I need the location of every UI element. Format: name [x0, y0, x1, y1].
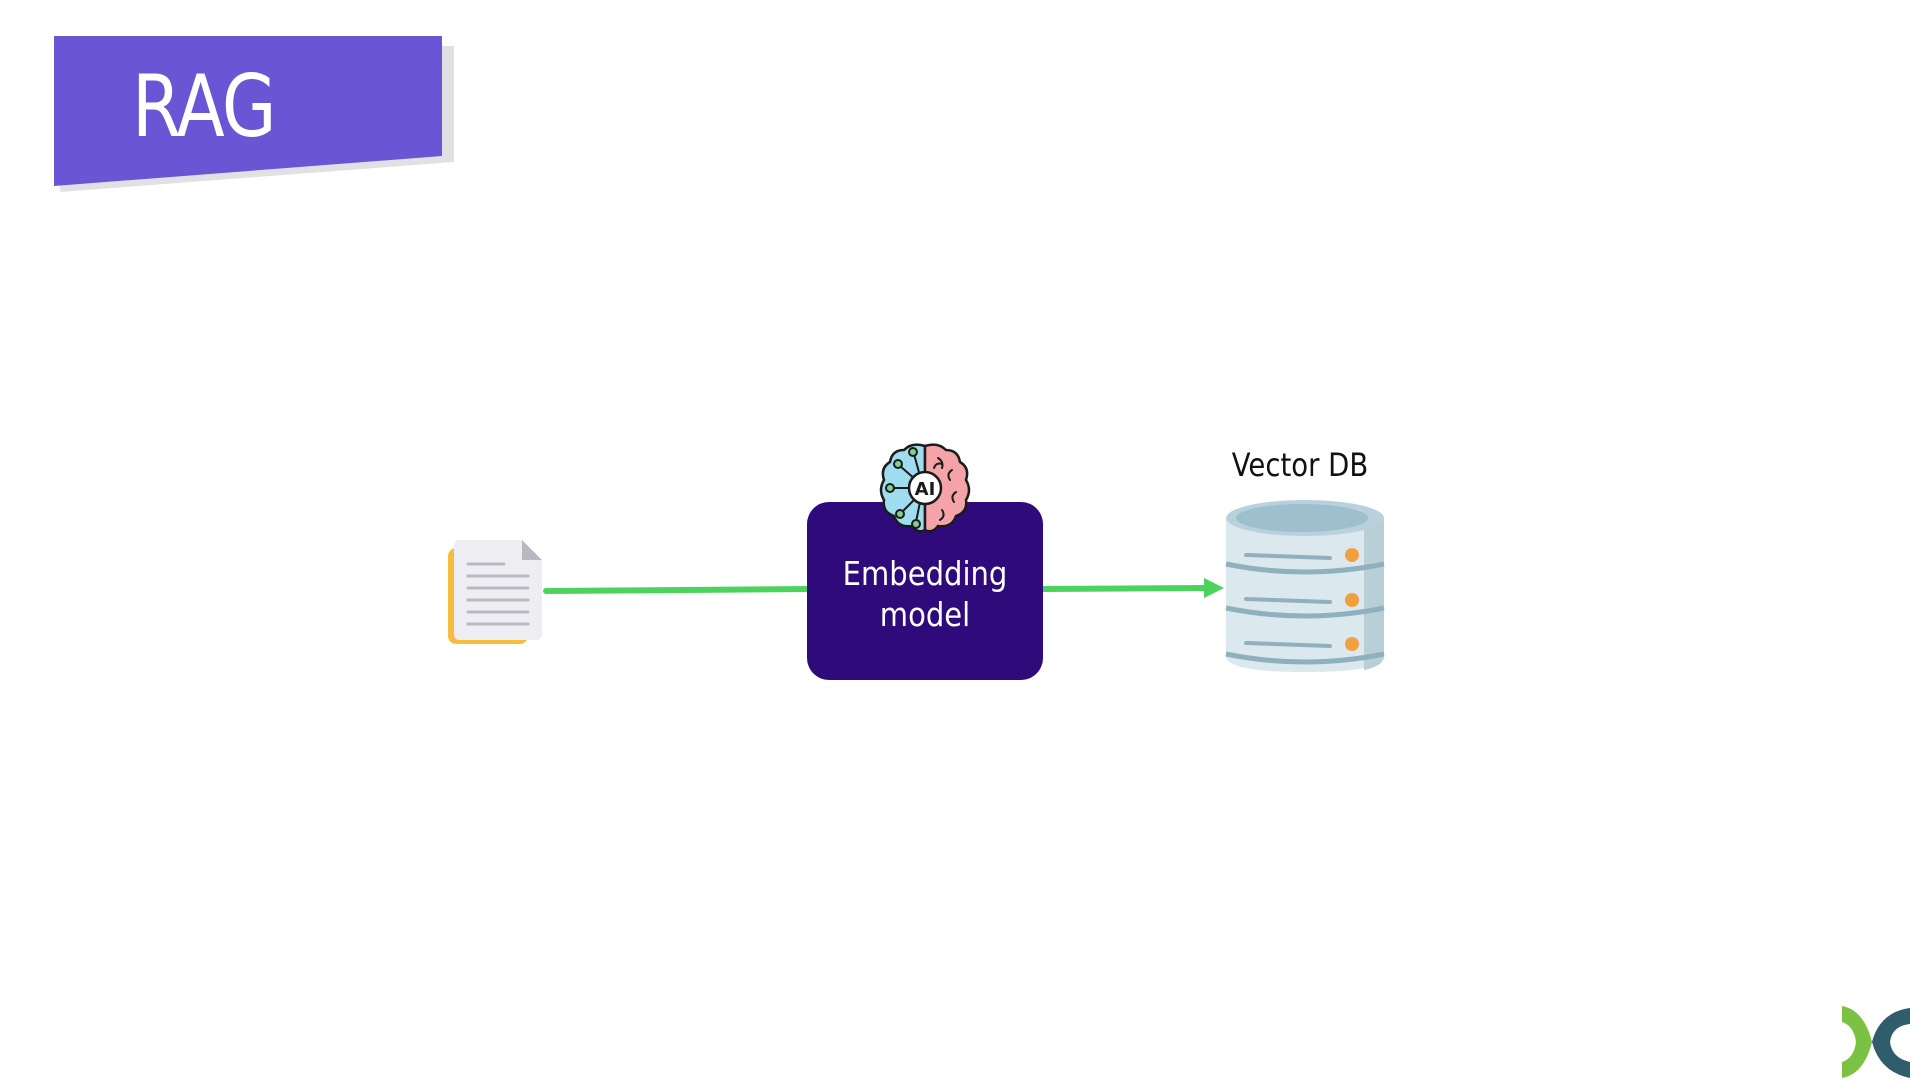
embedding-model-label: Embedding model [842, 553, 1008, 634]
brand-logo-icon [1842, 1006, 1910, 1080]
embedding-model-box: Embedding model [807, 502, 1043, 680]
slide-title: RAG [132, 57, 277, 157]
title-banner-shape [54, 36, 454, 192]
svg-text:AI: AI [915, 479, 936, 500]
title-banner: RAG [54, 36, 454, 192]
edge-document-to-embedding [543, 586, 811, 594]
edge-embedding-to-vectordb [1039, 585, 1209, 592]
ai-brain-icon: AI [876, 440, 974, 536]
database-icon [1224, 498, 1386, 674]
vector-db-label: Vector DB [1231, 446, 1369, 484]
arrowhead-icon [1204, 578, 1224, 598]
document-icon [446, 536, 546, 646]
